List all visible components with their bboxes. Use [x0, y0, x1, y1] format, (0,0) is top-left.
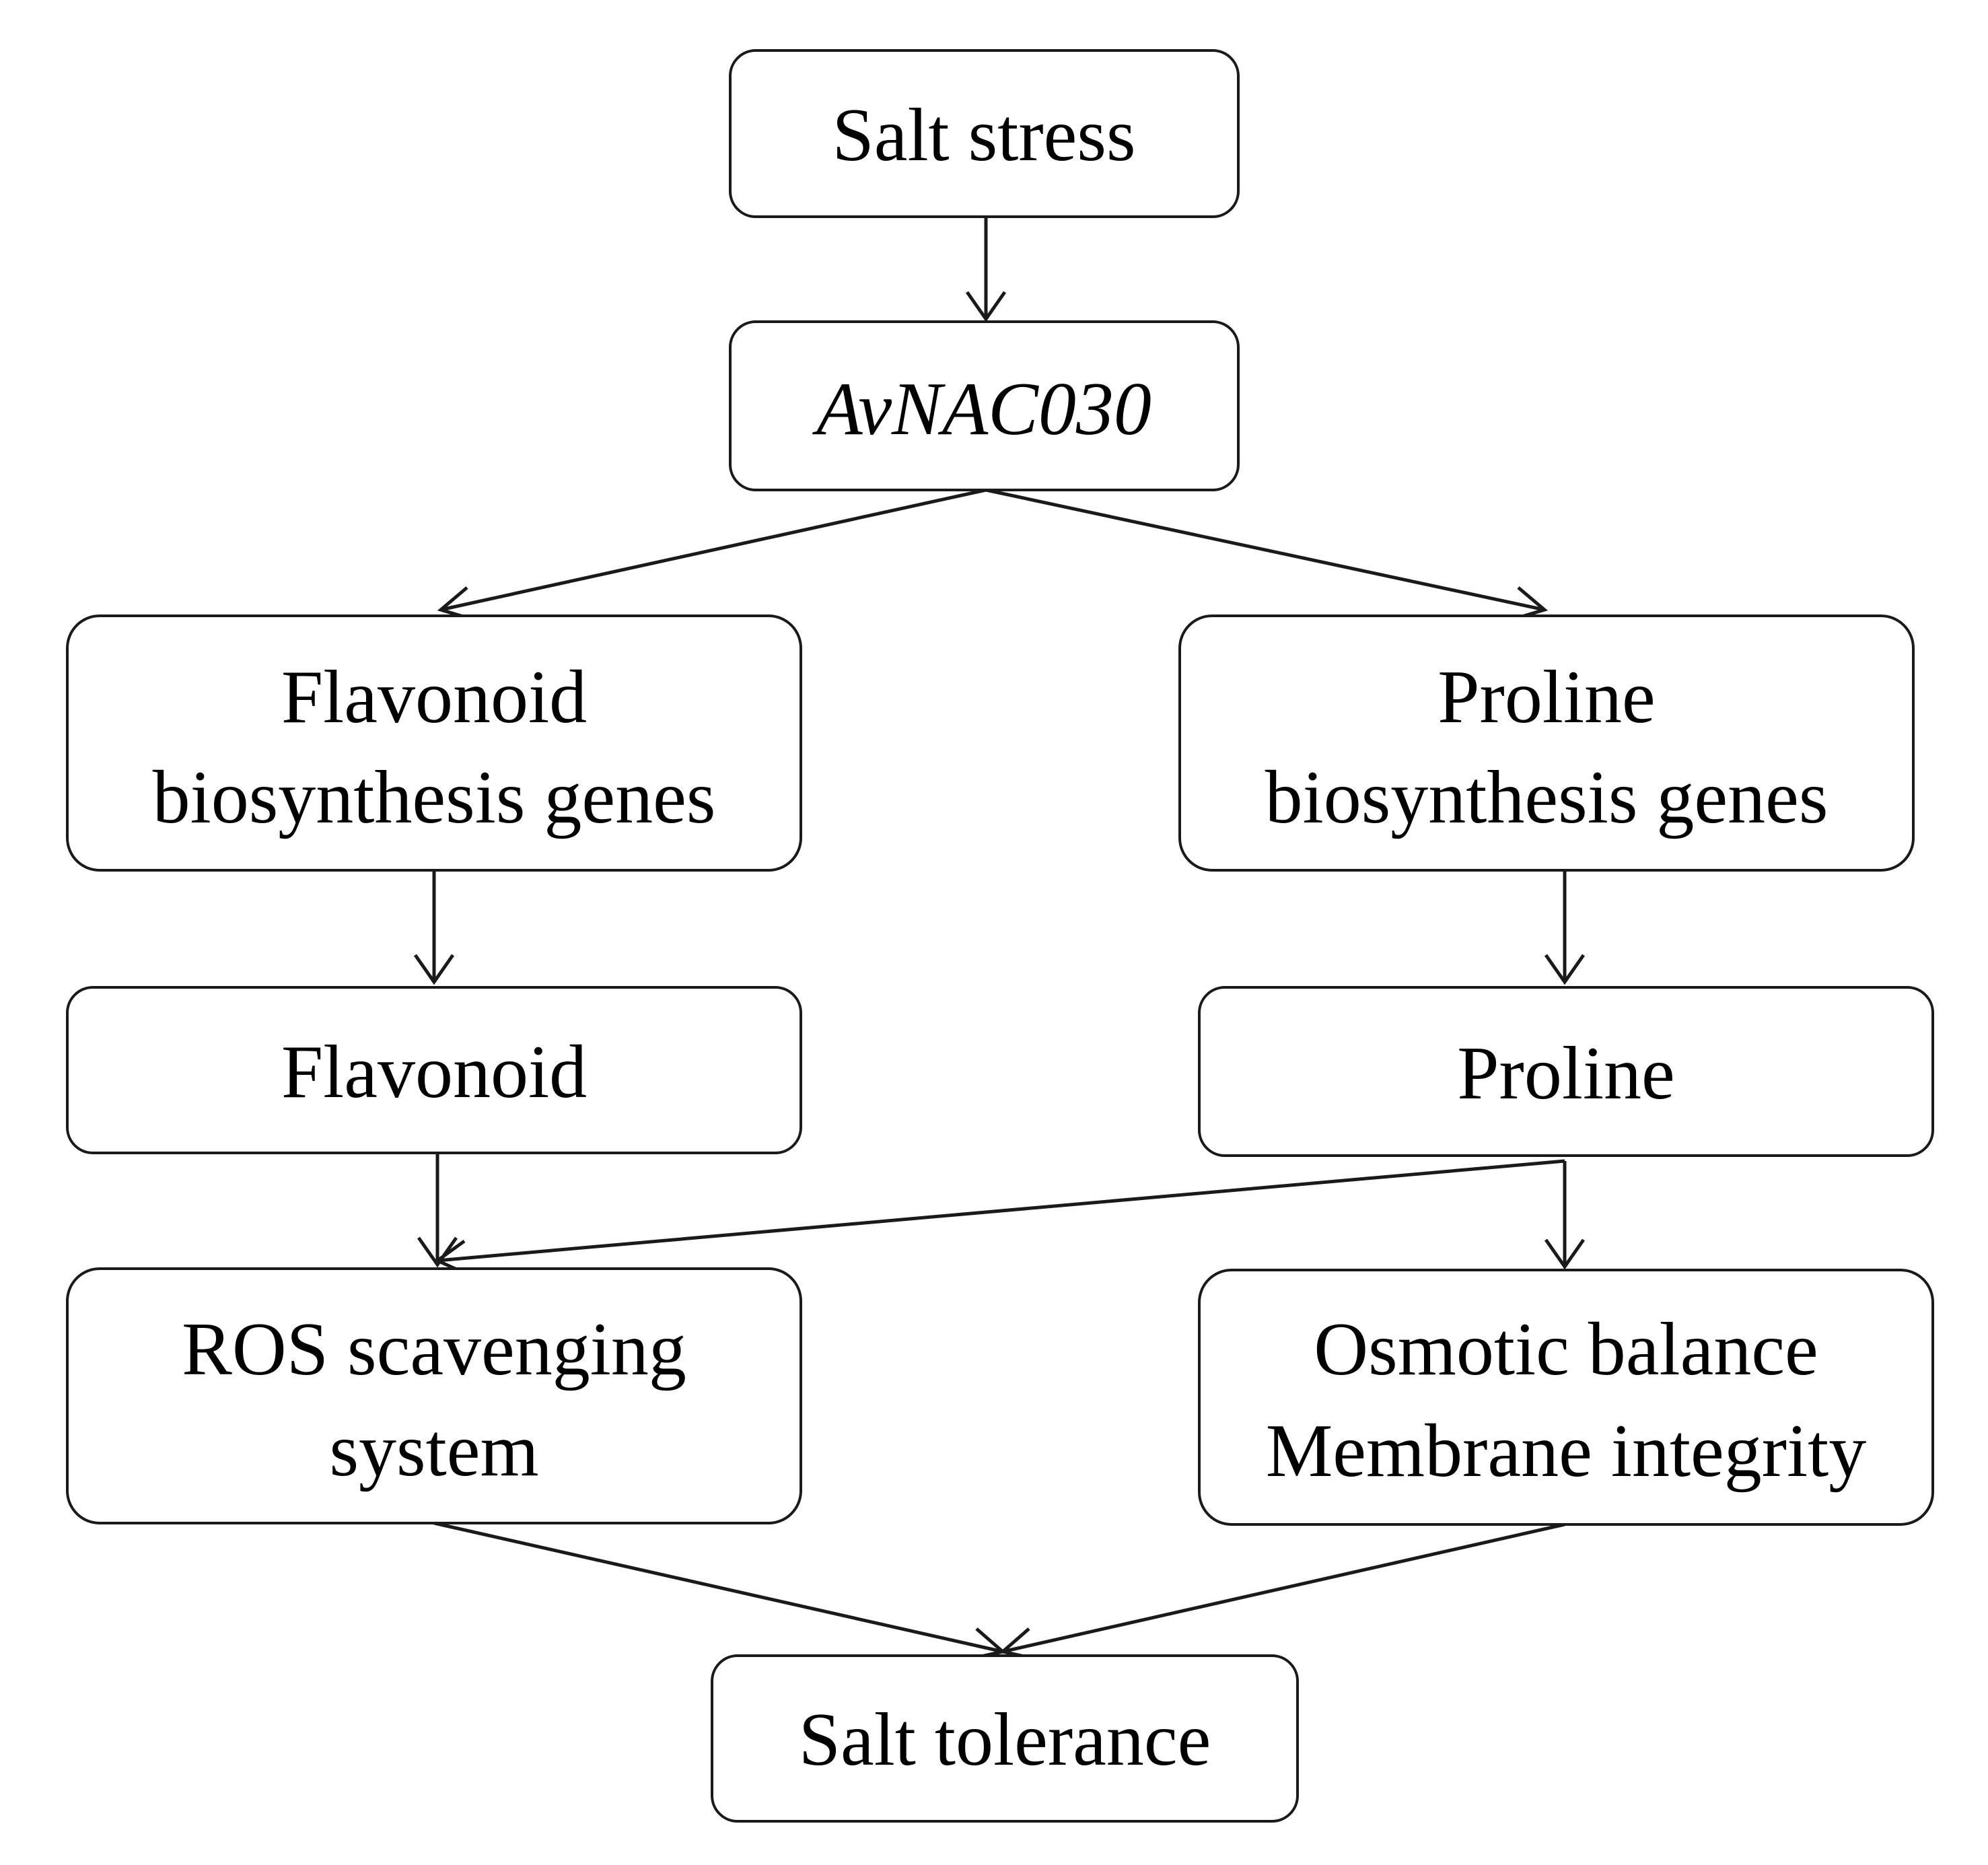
edge-proline-genes-to-proline: [1544, 870, 1586, 985]
node-salt-stress: Salt stress: [729, 49, 1240, 218]
node-label: Salt stress: [832, 94, 1135, 177]
node-proline-biosynthesis-genes: Proline biosynthesis genes: [1178, 614, 1915, 872]
node-label-line-1: Proline: [1437, 656, 1656, 739]
edge-osmotic-to-salt-tolerance: [999, 1522, 1565, 1661]
edge-avnac030-to-flavonoid-genes: [437, 488, 987, 622]
node-label-line-1: Osmotic balance: [1314, 1308, 1818, 1391]
edge-flavonoid-to-ros: [417, 1153, 458, 1268]
node-flavonoid: Flavonoid: [66, 986, 802, 1154]
node-flavonoid-biosynthesis-genes: Flavonoid biosynthesis genes: [66, 614, 802, 872]
node-label-line-2: system: [329, 1409, 538, 1492]
node-proline: Proline: [1198, 986, 1934, 1157]
node-label: Proline: [1457, 1032, 1675, 1115]
edge-ros-to-salt-tolerance: [433, 1521, 1007, 1661]
edge-proline-to-ros: [434, 1159, 1565, 1276]
node-label-line-2: biosynthesis genes: [1265, 756, 1829, 839]
node-label: Flavonoid: [281, 1030, 587, 1114]
edge-flavonoid-genes-to-flavonoid: [413, 870, 455, 985]
edge-salt-stress-to-avnac030: [965, 217, 1007, 322]
node-osmotic-balance-membrane-integrity: Osmotic balance Membrane integrity: [1198, 1269, 1934, 1526]
node-label: Salt tolerance: [799, 1698, 1211, 1782]
node-ros-scavenging-system: ROS scavenging system: [66, 1267, 802, 1524]
node-label-line-2: biosynthesis genes: [153, 756, 716, 839]
node-label-line-1: Flavonoid: [281, 656, 587, 739]
edge-avnac030-to-proline-genes: [985, 488, 1549, 622]
node-label-line-1: ROS scavenging: [182, 1308, 686, 1391]
node-avnac030: AvNAC030: [729, 320, 1240, 491]
node-label-line-2: Membrane integrity: [1266, 1409, 1867, 1493]
node-label: AvNAC030: [812, 367, 1151, 451]
edge-proline-to-osmotic: [1544, 1161, 1586, 1270]
node-salt-tolerance: Salt tolerance: [711, 1654, 1299, 1823]
